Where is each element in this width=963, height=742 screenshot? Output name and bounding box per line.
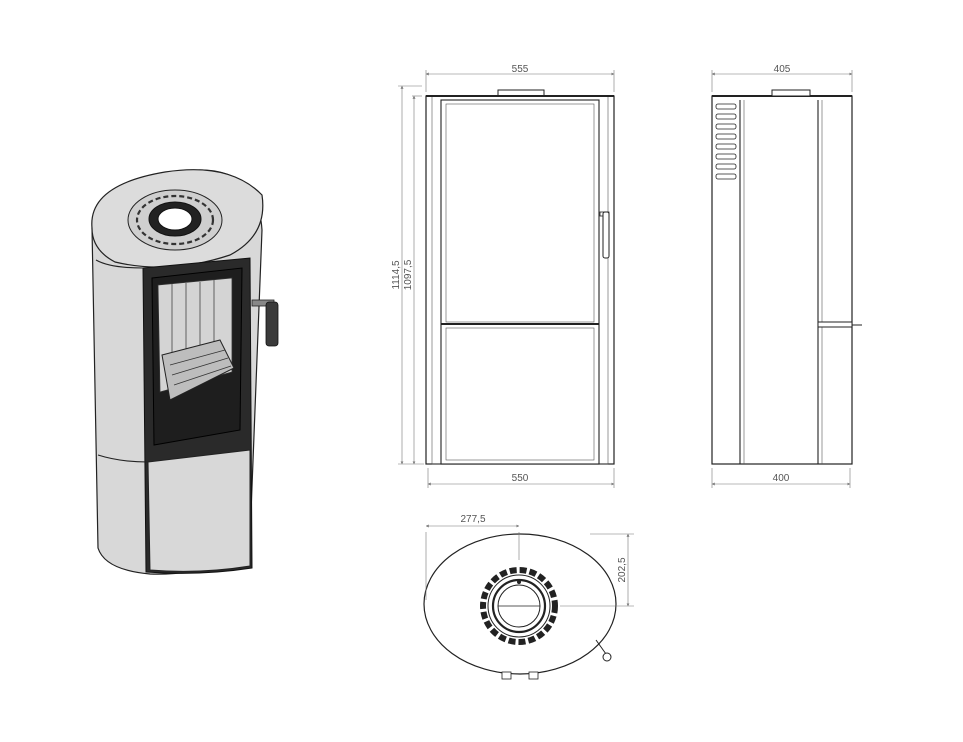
dim-front-top-width: 555 — [512, 64, 529, 75]
dim-total-height: 1114,5 — [391, 260, 402, 290]
dim-side-top-width: 405 — [774, 64, 791, 75]
side-vent-slots — [715, 103, 737, 180]
top-view-handle — [602, 652, 612, 662]
top-view: 277,5 202,5 — [423, 514, 634, 680]
side-view: 405 400 — [711, 64, 862, 488]
dim-top-offset-y: 202,5 — [617, 557, 628, 582]
dim-front-bottom-width: 550 — [512, 473, 529, 484]
front-view: 555 550 1114,5 1097,5 — [391, 64, 615, 488]
lower-door — [147, 449, 251, 572]
dim-inner-height: 1097,5 — [403, 259, 414, 290]
front-door — [440, 99, 600, 465]
front-handle — [599, 211, 610, 259]
grate — [161, 339, 235, 401]
door-handle — [251, 299, 279, 347]
isometric-view — [91, 169, 279, 575]
dim-top-offset-x: 277,5 — [460, 514, 485, 525]
dim-side-bottom-width: 400 — [773, 473, 790, 484]
